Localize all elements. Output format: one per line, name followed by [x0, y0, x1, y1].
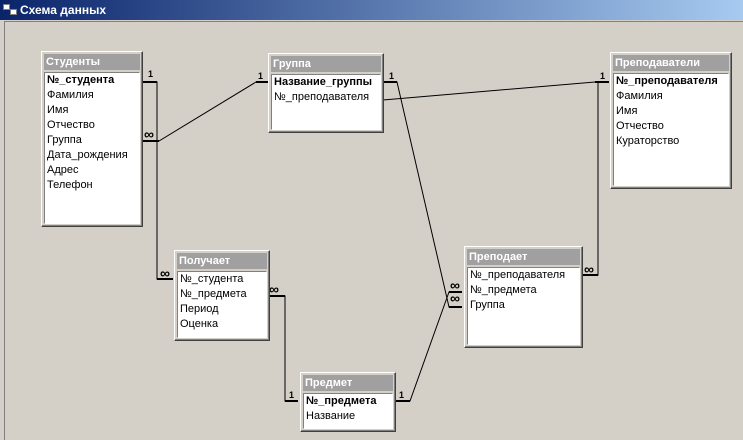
field[interactable]: Адрес — [47, 164, 79, 176]
field[interactable]: Оценка — [180, 318, 219, 330]
field-primary-key[interactable]: №_преподавателя — [616, 75, 718, 87]
field[interactable]: Имя — [616, 105, 638, 117]
field[interactable]: №_предмета — [470, 284, 537, 296]
field[interactable]: Кураторство — [616, 135, 680, 147]
rel-label-many: ∞ — [269, 281, 279, 297]
field-list[interactable]: №_предмета Название — [303, 393, 393, 429]
rel-students-receives — [143, 81, 173, 280]
table-title[interactable]: Преподает — [467, 249, 580, 265]
table-title[interactable]: Преподаватели — [613, 55, 729, 71]
rel-group-teaches — [384, 81, 462, 308]
field-list[interactable]: №_преподавателя №_предмета Группа — [467, 267, 580, 345]
diagram-area — [4, 21, 743, 440]
table-group[interactable]: Группа Название_группы №_преподавателя — [268, 53, 384, 133]
rel-group-teachers — [382, 81, 609, 101]
table-title[interactable]: Предмет — [303, 375, 393, 391]
table-title[interactable]: Группа — [271, 56, 381, 72]
table-teaches[interactable]: Преподает №_преподавателя №_предмета Гру… — [464, 246, 583, 348]
field[interactable]: Отчество — [616, 120, 664, 132]
field[interactable]: Имя — [47, 104, 69, 116]
field-list[interactable]: №_студента Фамилия Имя Отчество Группа Д… — [44, 72, 140, 224]
rel-label-many: ∞ — [450, 277, 460, 293]
field-primary-key[interactable]: Название_группы — [274, 76, 372, 88]
field[interactable]: №_преподавателя — [470, 269, 566, 281]
field[interactable]: №_преподавателя — [274, 91, 370, 103]
rel-subject-teaches — [396, 291, 462, 402]
table-title[interactable]: Получает — [177, 253, 267, 269]
field[interactable]: №_студента — [180, 273, 244, 285]
field[interactable]: Фамилия — [47, 89, 94, 101]
field-list[interactable]: №_студента №_предмета Период Оценка — [177, 271, 267, 338]
rel-label-one: 1 — [399, 390, 404, 400]
rel-receives-subject — [270, 295, 298, 402]
relationships-icon — [3, 4, 17, 16]
table-students[interactable]: Студенты №_студента Фамилия Имя Отчество… — [41, 51, 143, 227]
rel-label-one: 1 — [600, 71, 605, 81]
field-list[interactable]: Название_группы №_преподавателя — [271, 74, 381, 130]
field[interactable]: Название — [306, 410, 356, 422]
field[interactable]: Отчество — [47, 119, 95, 131]
rel-label-many: ∞ — [584, 261, 594, 277]
rel-label-many: ∞ — [144, 126, 154, 142]
field[interactable]: Группа — [47, 134, 82, 146]
field[interactable]: Дата_рождения — [47, 149, 128, 161]
field[interactable]: Телефон — [47, 179, 93, 191]
field[interactable]: Группа — [470, 299, 505, 311]
window-titlebar[interactable]: Схема данных — [0, 0, 743, 20]
rel-students-group — [143, 81, 268, 142]
field[interactable]: №_предмета — [180, 288, 247, 300]
rel-label-one: 1 — [289, 390, 294, 400]
field-primary-key[interactable]: №_студента — [47, 74, 115, 86]
rel-label-many: ∞ — [450, 290, 460, 306]
rel-label-one: 1 — [389, 71, 394, 81]
field-list[interactable]: №_преподавателя Фамилия Имя Отчество Кур… — [613, 73, 729, 186]
table-receives[interactable]: Получает №_студента №_предмета Период Оц… — [174, 250, 270, 341]
field-primary-key[interactable]: №_предмета — [306, 395, 377, 407]
rel-label-one: 1 — [148, 69, 153, 79]
rel-label-one: 1 — [258, 71, 263, 81]
table-subject[interactable]: Предмет №_предмета Название — [300, 372, 396, 432]
table-teachers[interactable]: Преподаватели №_преподавателя Фамилия Им… — [610, 52, 732, 189]
window-title: Схема данных — [20, 3, 106, 17]
rel-label-many: ∞ — [160, 265, 170, 281]
table-title[interactable]: Студенты — [44, 54, 140, 70]
field[interactable]: Фамилия — [616, 90, 663, 102]
field[interactable]: Период — [180, 303, 219, 315]
rel-teachers-teaches — [582, 81, 609, 276]
